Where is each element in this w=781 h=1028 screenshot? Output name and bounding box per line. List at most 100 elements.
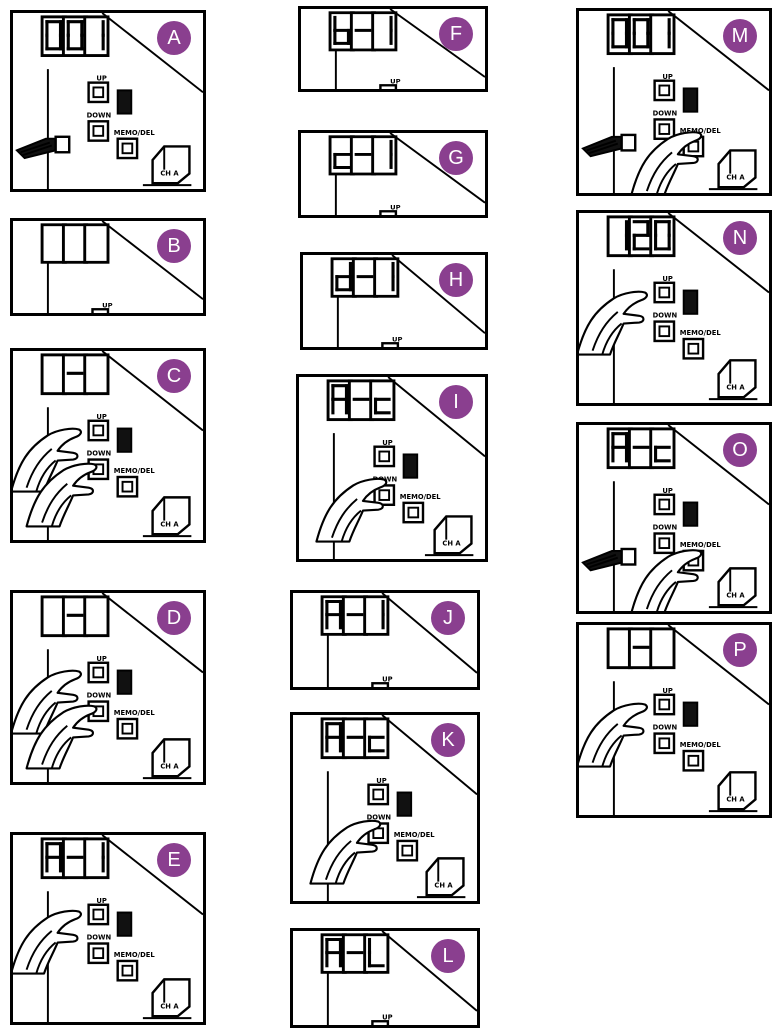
display-digit-1: [63, 839, 86, 878]
housing-edge: [668, 425, 769, 504]
display-digit-0: [330, 137, 353, 174]
housing-edge: [392, 255, 485, 333]
connector-block-icon: [153, 497, 190, 534]
display-digit-0: [608, 15, 631, 54]
display-digit-2: [85, 597, 108, 636]
connector-block-icon: [153, 979, 190, 1016]
display-digit-0: [322, 597, 345, 635]
up-button-icon: [372, 1021, 387, 1025]
step-panel-m: UPDOWNMEMO/DELCH AM: [576, 8, 772, 196]
display-digit-0: [42, 225, 65, 263]
step-panel-h: UPH: [300, 252, 488, 350]
display-digit-0: [332, 259, 355, 297]
up-button-icon: [375, 447, 394, 466]
step-panel-e: UPDOWNMEMO/DELCH AE: [10, 832, 206, 1025]
display-digit-2: [85, 355, 108, 394]
step-badge-d: D: [157, 601, 191, 635]
memo-del-label: MEMO/DEL: [114, 129, 156, 137]
up-button-icon: [89, 83, 108, 102]
down-label: DOWN: [87, 450, 112, 458]
ch-a-label: CH A: [434, 881, 453, 889]
display-digit-0: [42, 355, 65, 394]
housing-edge: [102, 593, 203, 672]
dip-switch-icon: [684, 291, 698, 314]
ch-a-label: CH A: [442, 539, 461, 547]
ch-a-label: CH A: [160, 520, 179, 528]
memo-del-button-icon: [118, 139, 137, 158]
memo-del-label: MEMO/DEL: [114, 709, 156, 717]
step-badge-c: C: [157, 359, 191, 393]
memo-del-button-icon: [118, 477, 137, 496]
connector-block-icon: [719, 568, 756, 605]
housing-edge: [668, 625, 769, 704]
step-badge-p: P: [723, 633, 757, 667]
display-digit-2: [651, 429, 674, 468]
connector-block-icon: [719, 772, 756, 809]
housing-edge: [668, 11, 769, 90]
display-digit-1: [351, 137, 374, 174]
display-digit-1: [353, 259, 376, 297]
display-digit-0: [322, 935, 345, 973]
display-digit-2: [373, 13, 396, 50]
display-digit-1: [63, 17, 86, 56]
up-button-icon: [382, 343, 397, 347]
display-digit-0: [322, 719, 345, 758]
dip-switch-icon: [398, 793, 412, 816]
housing-edge: [668, 213, 769, 292]
housing-edge: [102, 351, 203, 430]
step-badge-i: I: [439, 385, 473, 419]
jumper-plug-icon: [17, 137, 69, 158]
memo-del-label: MEMO/DEL: [114, 467, 156, 475]
pressing-hand-icon: [310, 821, 380, 884]
up-button-icon: [92, 309, 108, 313]
display-digit-0: [42, 597, 65, 636]
pressing-hand-icon: [316, 479, 386, 542]
display-digit-1: [63, 225, 86, 263]
step-panel-d: UPDOWNMEMO/DELCH AD: [10, 590, 206, 785]
display-digit-0: [330, 13, 353, 50]
memo-del-label: MEMO/DEL: [680, 741, 722, 749]
down-button-icon: [655, 322, 674, 341]
display-digit-2: [375, 259, 398, 297]
step-panel-b: UPB: [10, 218, 206, 316]
housing-edge: [102, 835, 203, 914]
step-badge-o: O: [723, 433, 757, 467]
housing-edge: [390, 133, 485, 203]
pressing-hand-icon: [579, 704, 647, 767]
step-badge-l: L: [431, 939, 465, 973]
display-digit-0: [608, 629, 631, 668]
pressing-hand-icon: [631, 550, 701, 611]
step-panel-p: UPDOWNMEMO/DELCH AP: [576, 622, 772, 818]
pressing-hand-icon: [631, 132, 701, 193]
dip-switch-icon: [118, 671, 132, 694]
pressing-hand-icon: [579, 292, 647, 355]
display-digit-0: [608, 429, 631, 468]
display-digit-1: [349, 381, 372, 420]
step-panel-l: UPL: [290, 928, 480, 1028]
down-button-icon: [89, 944, 108, 963]
display-digit-0: [328, 381, 351, 420]
down-button-icon: [655, 734, 674, 753]
memo-del-button-icon: [398, 841, 417, 860]
up-button-icon: [369, 785, 388, 804]
display-digit-1: [63, 597, 86, 636]
memo-del-label: MEMO/DEL: [394, 831, 436, 839]
down-button-icon: [89, 121, 108, 140]
pressing-hand-icon: [13, 911, 81, 974]
jumper-plug-icon: [583, 135, 635, 156]
display-digit-1: [629, 15, 652, 54]
step-badge-b: B: [157, 229, 191, 263]
display-digit-1: [343, 719, 366, 758]
ch-a-label: CH A: [726, 795, 745, 803]
display-digit-1: [343, 597, 366, 635]
memo-del-label: MEMO/DEL: [114, 951, 156, 959]
connector-block-icon: [719, 360, 756, 397]
display-digit-2: [85, 17, 108, 56]
dip-switch-icon: [118, 913, 132, 936]
